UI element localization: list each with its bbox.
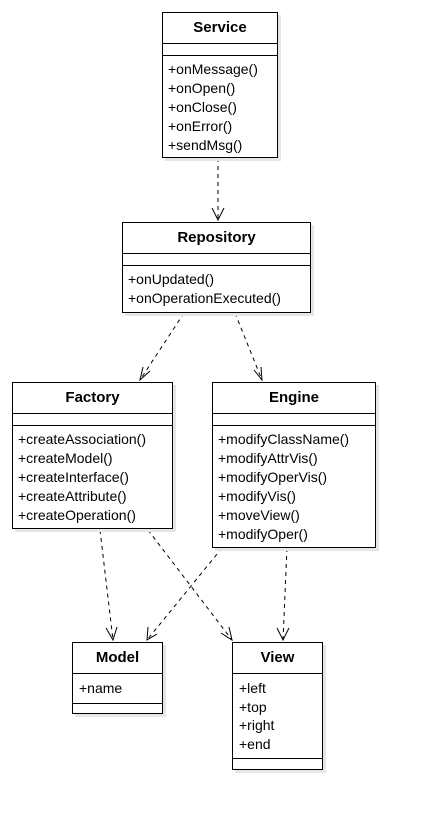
attributes-compartment (13, 414, 172, 426)
method: +modifyClassName() (218, 431, 350, 447)
methods-compartment: +modifyClassName() +modifyAttrVis() +mod… (213, 426, 375, 544)
class-service[interactable]: Service +onMessage() +onOpen() +onClose(… (162, 12, 278, 158)
class-view[interactable]: View +left +top +right +end (232, 642, 323, 770)
class-engine[interactable]: Engine +modifyClassName() +modifyAttrVis… (212, 382, 376, 548)
attributes-compartment: +left +top +right +end (233, 674, 322, 759)
class-name: Repository (123, 223, 310, 254)
attributes-compartment (123, 254, 310, 266)
attributes-compartment (213, 414, 375, 426)
arrowhead-model-from-factory (105, 626, 118, 642)
method: +onError() (168, 118, 233, 134)
class-name: Model (73, 643, 162, 674)
attribute: +left (239, 680, 266, 696)
dependency-repository-factory (139, 312, 185, 381)
method: +onMessage() (168, 61, 258, 77)
method: +modifyVis() (218, 488, 296, 504)
arrowhead-view-from-engine (276, 627, 290, 642)
method: +sendMsg() (168, 137, 243, 153)
arrowhead-engine (253, 366, 263, 382)
attribute: +end (239, 735, 271, 752)
class-name: Factory (13, 383, 172, 414)
dependency-repository-engine (234, 312, 263, 381)
dependency-engine-view (282, 547, 288, 641)
method: +modifyOper() (218, 526, 308, 542)
method: +createModel() (18, 450, 113, 466)
methods-compartment: +onMessage() +onOpen() +onClose() +onErr… (163, 56, 277, 155)
methods-compartment: +onUpdated() +onOperationExecuted() (123, 266, 310, 308)
method: +onOpen() (168, 80, 236, 96)
method: +modifyOperVis() (218, 469, 328, 485)
dependency-engine-model (146, 547, 223, 641)
attribute: +right (239, 717, 275, 733)
class-name: View (233, 643, 322, 674)
attribute: +top (239, 698, 267, 715)
method: +onClose() (168, 99, 237, 115)
dependency-factory-view (147, 529, 233, 641)
class-name: Engine (213, 383, 375, 414)
arrowhead-repository (211, 207, 225, 222)
method: +createAssociation() (18, 431, 147, 447)
method: +createOperation() (18, 507, 136, 523)
arrowhead-model-from-engine (146, 626, 158, 641)
arrowhead-factory (139, 366, 151, 382)
attributes-compartment: +name (73, 674, 162, 704)
methods-compartment: +createAssociation() +createModel() +cre… (13, 426, 172, 525)
dependency-factory-model (99, 529, 114, 641)
class-factory[interactable]: Factory +createAssociation() +createMode… (12, 382, 173, 529)
attributes-compartment (163, 44, 277, 56)
class-name: Service (163, 13, 277, 44)
method: +onOperationExecuted() (128, 290, 281, 306)
class-model[interactable]: Model +name (72, 642, 163, 714)
method: +createInterface() (18, 469, 129, 485)
method: +onUpdated() (128, 271, 215, 287)
arrowhead-view-from-factory (220, 626, 233, 642)
method: +modifyAttrVis() (218, 450, 318, 466)
attribute: +name (79, 680, 123, 696)
class-repository[interactable]: Repository +onUpdated() +onOperationExec… (122, 222, 311, 313)
method: +createAttribute() (18, 488, 127, 504)
method: +moveView() (218, 507, 300, 523)
